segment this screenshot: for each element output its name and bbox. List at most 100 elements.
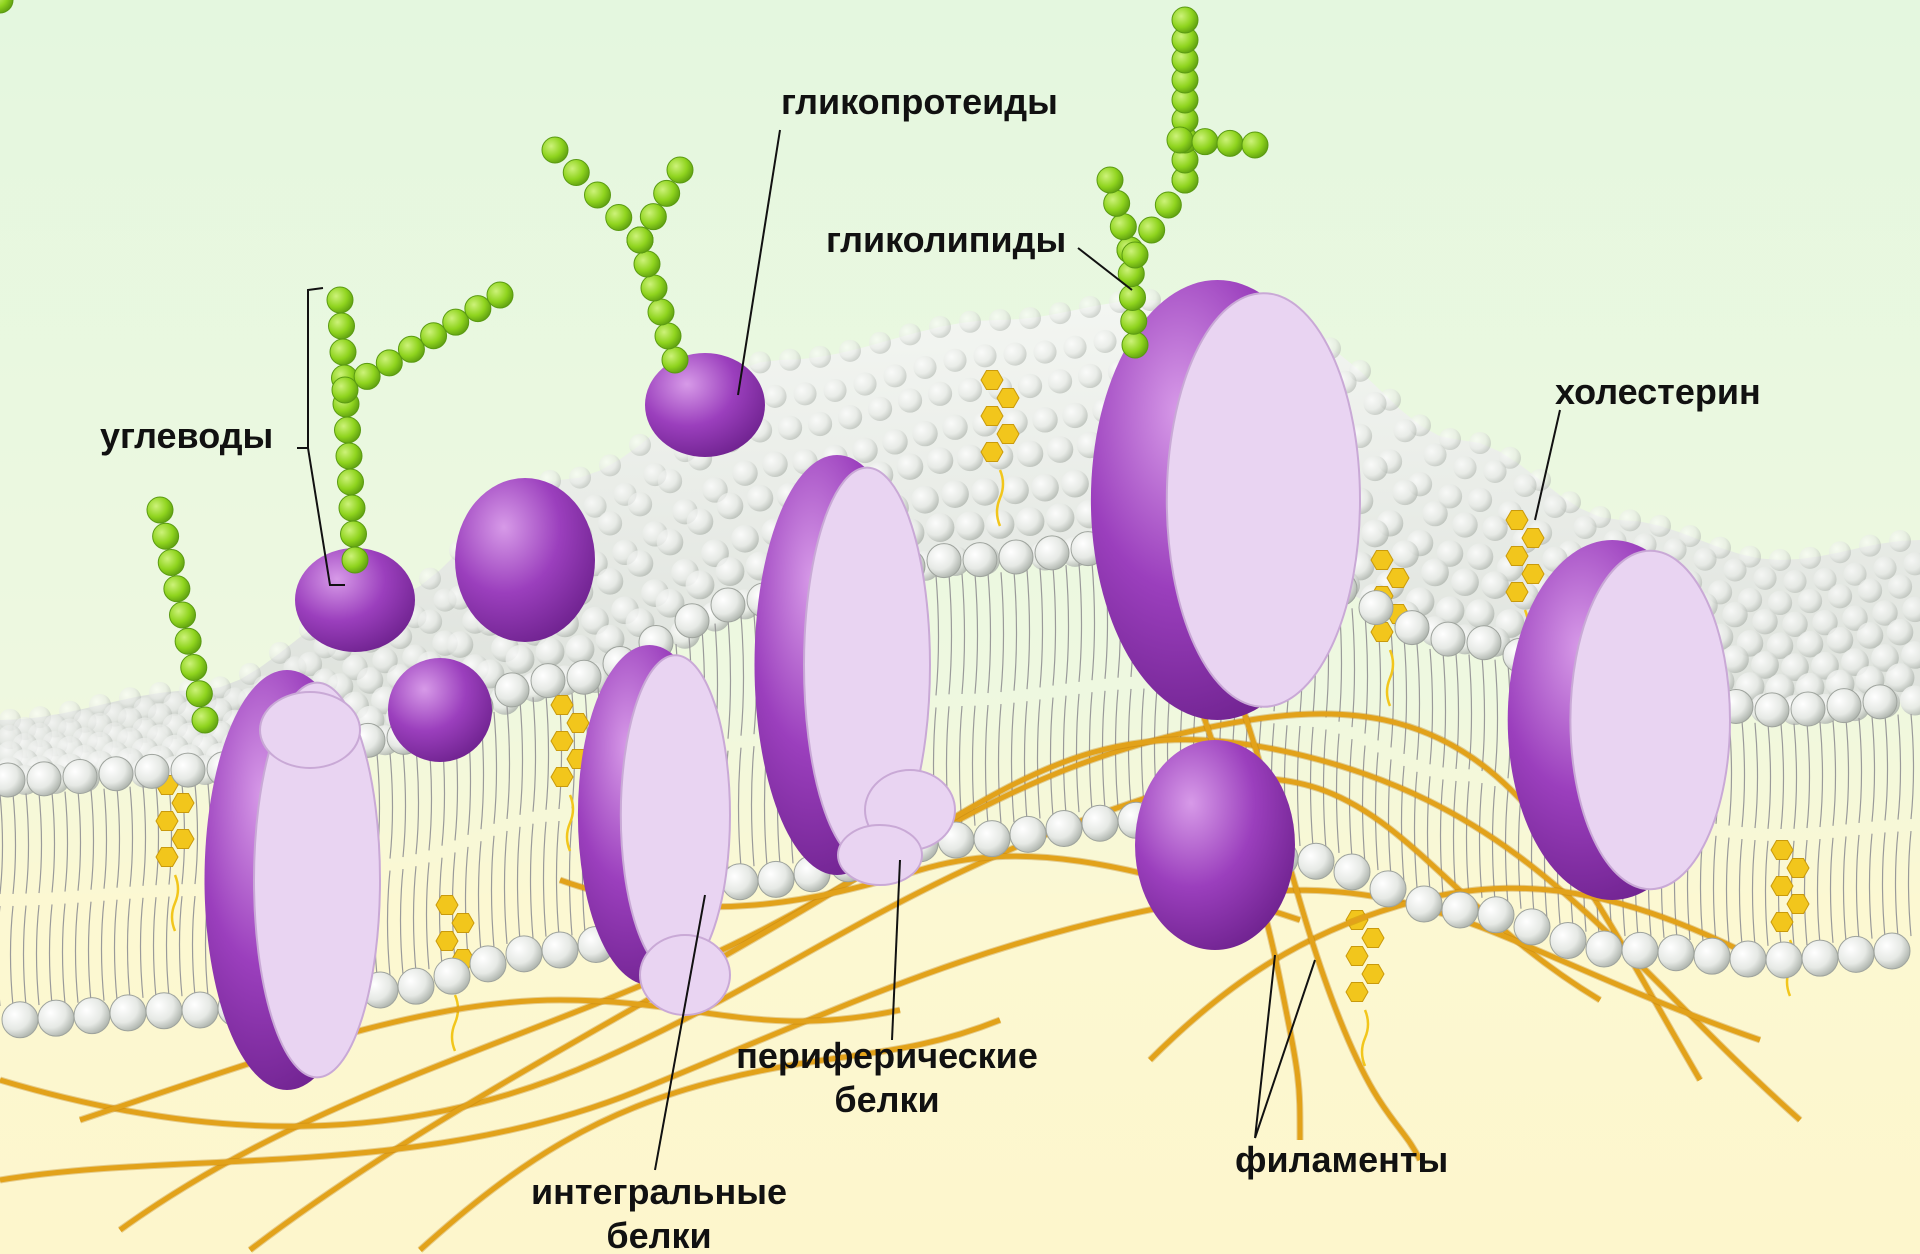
phospholipid-head [1863,685,1897,719]
phospholipid-head [1730,941,1766,977]
phospholipid-head [1791,692,1825,726]
phospholipid-head [146,993,182,1029]
integral-protein-top [455,478,595,642]
phospholipid-head [1395,611,1429,645]
phospholipid-head [974,821,1010,857]
lipid-head-surface [852,438,877,463]
sugar-residue [648,299,674,325]
lipid-head-surface [506,645,535,674]
lipid-head-surface [1693,548,1716,571]
lipid-head-surface [627,550,654,577]
phospholipid-head [470,946,506,982]
lipid-head-surface [747,485,774,512]
lipid-head-surface [716,557,745,586]
protein-cut-face [1570,551,1730,889]
lipid-head-surface [1018,374,1042,398]
phospholipid-head [1755,693,1789,727]
phospholipid-head [182,992,218,1028]
lipid-head-surface [971,478,999,506]
lipid-head-surface [853,372,876,395]
phospholipid-head [1838,936,1874,972]
lipid-head-surface [1829,541,1851,563]
cholesterol-ring [567,713,589,732]
sugar-residue [443,309,469,335]
lipid-head-surface [1093,330,1116,353]
lipid-head-surface [1857,622,1884,649]
lipid-head-surface [569,467,591,489]
phospholipid-head [1467,626,1501,660]
cholesterol-ring [551,731,573,750]
lipid-head-surface [1619,509,1641,531]
sugar-residue [376,350,402,376]
lipid-head-surface [1032,407,1057,432]
lipid-head-surface [1468,488,1492,512]
cholesterol-ring [1771,876,1793,895]
phospholipid-head [1586,931,1622,967]
cholesterol-ring [551,695,573,714]
cholesterol-ring [997,424,1019,443]
lipid-head-surface [912,421,937,446]
sugar-residue [662,347,688,373]
phospholipid-head [567,660,601,694]
glycoprotein-head [645,353,765,457]
phospholipid-head [38,1000,74,1036]
lipid-head-surface [869,332,891,354]
cholesterol-ring [436,931,458,950]
sugar-residue [1172,7,1198,33]
peripheral-protein [260,692,360,768]
sugar-residue [634,251,660,277]
sugar-residue [465,296,491,322]
label-peripheral-line-2: белки [728,1078,1046,1122]
sugar-residue [1104,190,1130,216]
cholesterol-ring [551,767,573,786]
phospholipid-head [1550,922,1586,958]
phospholipid-head [99,757,133,791]
label-integral-line-2: белки [524,1214,794,1254]
lipid-head-surface [1859,535,1881,557]
cholesterol-ring [1771,840,1793,859]
lipid-head-surface [1452,512,1477,537]
lipid-head-surface [778,416,802,440]
lipid-head-surface [927,447,954,474]
lipid-head-surface [566,635,595,664]
phospholipid-head [531,664,565,698]
sugar-residue [487,282,513,308]
lipid-head-surface [883,364,906,387]
phospholipid-head [2,1002,38,1038]
phospholipid-head [1766,942,1802,978]
cholesterol-ring [172,793,194,812]
sugar-residue [335,417,361,443]
lipid-head-surface [1061,470,1089,498]
lipid-head-surface [779,349,801,371]
lipid-head-surface [731,525,759,553]
lipid-head-surface [1769,549,1791,571]
lipid-head-surface [1649,515,1671,537]
sugar-residue [330,339,356,365]
phospholipid-head [1406,886,1442,922]
sugar-residue [338,469,364,495]
lipid-head-surface [897,453,924,480]
sugar-residue [153,523,179,549]
lipid-head-surface [1828,584,1852,608]
lipid-head-surface [1722,602,1747,627]
sugar-residue [327,287,353,313]
sugar-residue [1120,285,1146,311]
lipid-head-surface [1783,570,1806,593]
sugar-residue [421,323,447,349]
label-integral-line-1: интегральные [524,1170,794,1214]
phospholipid-head [1802,940,1838,976]
sugar-residue [1110,214,1136,240]
lipid-head-surface [1453,456,1476,479]
integral-protein-top [388,658,492,762]
label-glycoproteins: гликопротеиды [781,80,1058,124]
cholesterol-ring [997,388,1019,407]
sugar-residue [354,363,380,389]
lipid-head-surface [1392,480,1417,505]
integral-protein-lower [1135,740,1295,950]
phospholipid-head [27,762,61,796]
sugar-residue [1167,127,1193,153]
sugar-residue [1217,130,1243,156]
sugar-residue [336,443,362,469]
lipid-head-surface [1422,501,1447,526]
lipid-head-surface [941,480,969,508]
